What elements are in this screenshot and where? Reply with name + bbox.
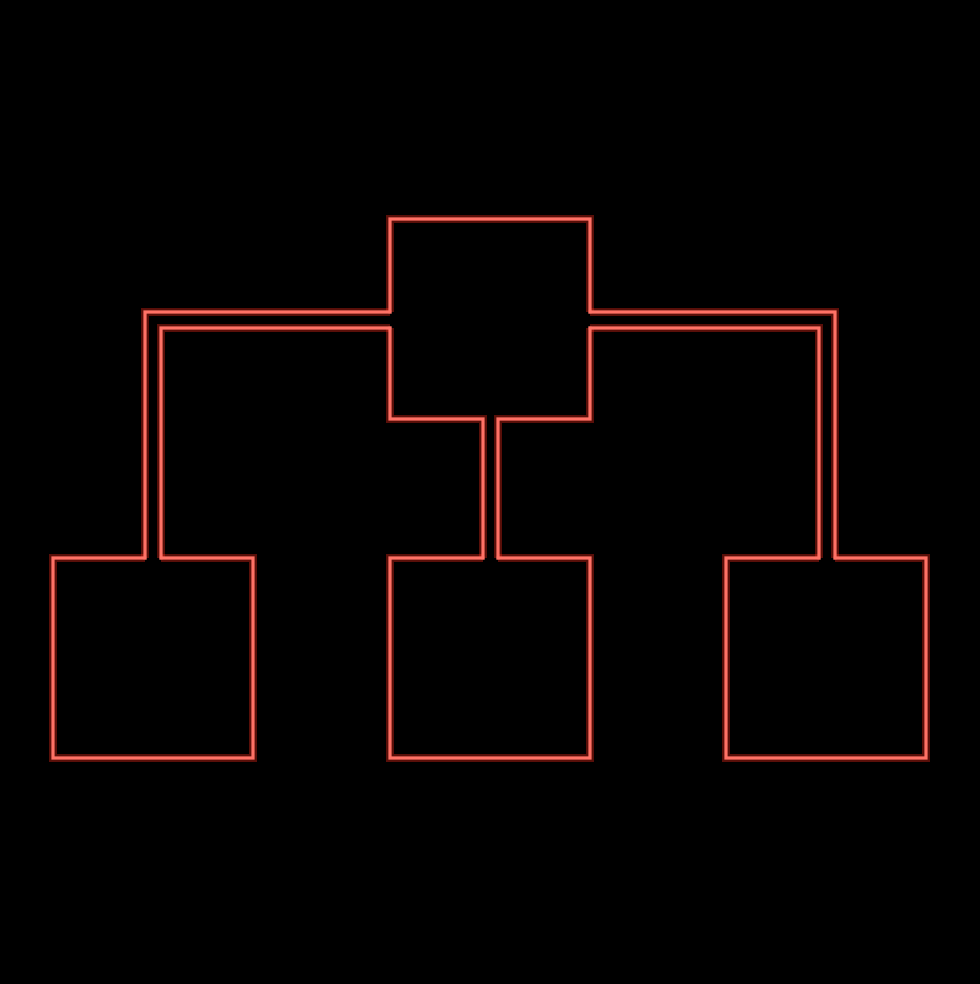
child-center-node-box-glow — [386, 554, 594, 762]
glow-layer — [49, 215, 930, 762]
connector-child-right — [588, 310, 837, 560]
neon-line-layer — [51, 217, 928, 760]
root-node-box — [388, 217, 592, 560]
child-left-node-box — [51, 556, 255, 760]
child-left-node-box-glow — [49, 554, 257, 762]
root-node-box-glow — [386, 215, 594, 558]
child-right-node-box — [724, 556, 928, 760]
child-center-node-box — [388, 556, 592, 760]
connector-child-right-glow — [590, 308, 839, 558]
child-right-node-box-glow — [722, 554, 930, 762]
connector-child-left — [143, 310, 392, 560]
connector-child-left-glow — [141, 308, 390, 558]
